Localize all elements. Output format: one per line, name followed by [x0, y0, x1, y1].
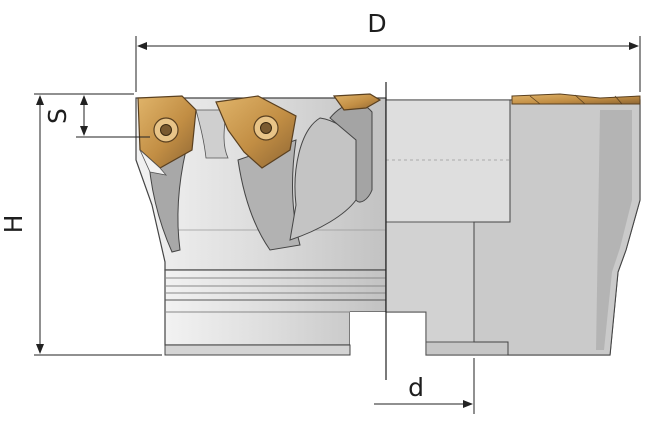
dimension-d: d: [374, 358, 475, 414]
dimension-D: D: [135, 9, 641, 92]
cutting-insert-left: [137, 95, 197, 176]
cutting-insert-middle: [215, 95, 297, 169]
dimension-label-H: H: [0, 215, 28, 234]
dimension-S: S: [43, 93, 150, 138]
cutter-section-view: [385, 93, 641, 356]
dimension-label-D: D: [367, 9, 386, 38]
dimension-label-d: d: [408, 373, 424, 402]
cutting-insert-right: [332, 93, 382, 111]
cutter-exterior-view: [135, 93, 387, 356]
dimension-label-S: S: [43, 108, 72, 124]
